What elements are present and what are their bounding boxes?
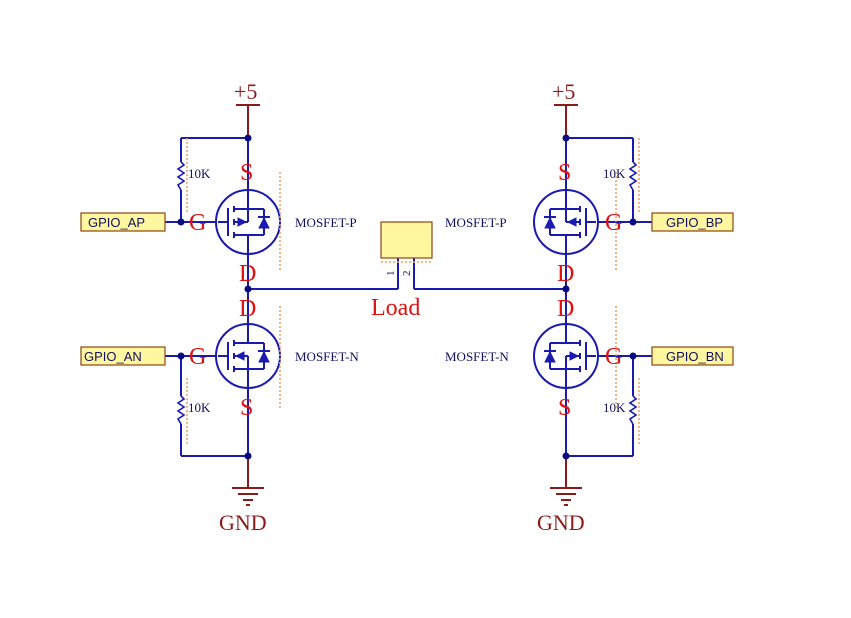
power-symbol-right: +5	[552, 79, 578, 138]
ground-symbol-left: GND	[219, 487, 267, 535]
ground-label-right: GND	[537, 510, 585, 535]
q3-type-label: MOSFET-P	[445, 215, 507, 230]
ground-symbol-right: GND	[537, 487, 585, 535]
power-label-left: +5	[234, 79, 257, 104]
right-wiring	[413, 134, 652, 488]
mosfet-q4: D G S MOSFET-N	[445, 296, 622, 421]
port-gpio-an-label: GPIO_AN	[84, 349, 142, 364]
resistor-r1: 10K	[176, 138, 211, 212]
power-symbol-left: +5	[234, 79, 260, 138]
q2-type-label: MOSFET-N	[295, 349, 359, 364]
load-pin1: 1	[385, 271, 397, 277]
q2-source-label: S	[240, 395, 253, 421]
port-gpio-ap: GPIO_AP	[80, 212, 166, 232]
q4-type-label: MOSFET-N	[445, 349, 509, 364]
q3-gate-label: G	[605, 210, 622, 236]
load-component: 1 2 Load	[371, 221, 433, 321]
resistor-r4: 10K	[603, 378, 640, 446]
q2-gate-label: G	[189, 344, 206, 370]
port-gpio-ap-label: GPIO_AP	[88, 215, 145, 230]
port-gpio-bp: GPIO_BP	[651, 212, 734, 232]
q1-type-label: MOSFET-P	[295, 215, 357, 230]
q4-drain-label: D	[557, 296, 574, 322]
load-label: Load	[371, 295, 420, 321]
left-wiring	[165, 134, 399, 488]
q3-source-label: S	[558, 160, 571, 186]
q1-gate-label: G	[189, 210, 206, 236]
port-gpio-bp-label: GPIO_BP	[666, 215, 723, 230]
port-gpio-an: GPIO_AN	[80, 346, 166, 366]
mosfet-q2: D G S MOSFET-N	[189, 296, 359, 421]
resistor-r1-value: 10K	[188, 166, 211, 181]
mosfet-q1: S G D MOSFET-P	[189, 160, 357, 287]
port-gpio-bn: GPIO_BN	[651, 346, 734, 366]
ground-label-left: GND	[219, 510, 267, 535]
q1-source-label: S	[240, 160, 253, 186]
load-pin2: 2	[401, 271, 413, 277]
port-gpio-bn-label: GPIO_BN	[666, 349, 724, 364]
resistor-r3-value: 10K	[603, 166, 626, 181]
q2-drain-label: D	[239, 296, 256, 322]
resistor-r3: 10K	[603, 138, 640, 212]
resistor-r2: 10K	[176, 378, 211, 446]
q4-source-label: S	[558, 395, 571, 421]
resistor-r4-value: 10K	[603, 400, 626, 415]
mosfet-q3: S G D MOSFET-P	[445, 160, 622, 287]
resistor-r2-value: 10K	[188, 400, 211, 415]
q3-drain-label: D	[557, 261, 574, 287]
power-label-right: +5	[552, 79, 575, 104]
q1-drain-label: D	[239, 261, 256, 287]
q4-gate-label: G	[605, 344, 622, 370]
